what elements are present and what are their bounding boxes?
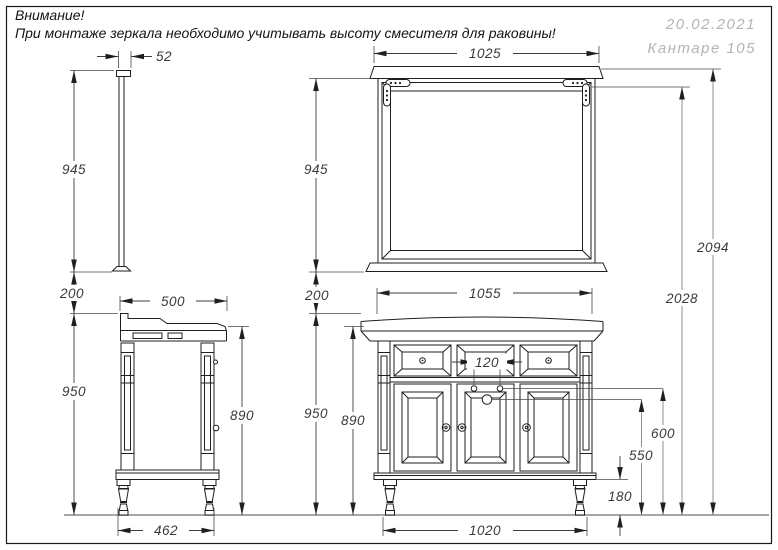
front-pilaster-right — [579, 340, 593, 474]
dim-cabinet-height-side: 950 — [52, 313, 96, 515]
svg-text:462: 462 — [154, 523, 178, 538]
svg-text:950: 950 — [304, 406, 328, 421]
dim-leg-height: 180 — [597, 456, 632, 536]
dim-cabinet-base-depth: 462 — [117, 508, 215, 539]
dim-mirror-height-front: 945 — [294, 78, 371, 273]
mirror-front-view — [365, 66, 608, 272]
countertop-curve — [360, 316, 604, 322]
faucet-hole-left — [470, 385, 478, 392]
mirror-bracket-left — [383, 79, 411, 107]
model-name: Кантаре 105 — [647, 40, 756, 57]
dim-holes-height: 600 — [503, 388, 685, 515]
dim-body-height-side: 890 — [220, 326, 264, 515]
mirror-bracket-right — [562, 79, 590, 107]
drawing-meta: 20.02.2021 Кантаре 105 — [648, 13, 757, 61]
sheet-border — [5, 5, 773, 545]
dimensions: 52 945 200 — [50, 45, 740, 539]
dim-gap-side: 200 — [50, 272, 118, 314]
drawer-right — [519, 344, 578, 377]
faucet-hole-right — [496, 385, 504, 392]
svg-text:1020: 1020 — [469, 523, 501, 538]
side-drawer-knob — [213, 359, 218, 365]
svg-text:600: 600 — [651, 426, 675, 441]
dim-body-height-front: 890 — [331, 326, 375, 515]
front-leg-left — [383, 479, 397, 516]
svg-text:500: 500 — [161, 294, 185, 309]
drawer-knob — [419, 357, 426, 364]
drain-hole — [481, 394, 493, 405]
mirror-ledge — [365, 262, 608, 272]
front-pilaster-left — [377, 340, 391, 474]
dim-cabinet-base-width: 1020 — [382, 517, 588, 539]
dim-mirror-width: 1025 — [373, 45, 600, 63]
dim-gap-front: 200 — [295, 272, 361, 314]
warning-text: При монтаже зеркала необходимо учитывать… — [15, 24, 556, 41]
side-leg-back — [116, 479, 131, 516]
svg-text:180: 180 — [608, 489, 632, 504]
dim-drain-height: 550 — [492, 399, 663, 515]
dim-total-height-with-cornice: 2094 — [601, 68, 740, 515]
svg-text:890: 890 — [230, 408, 254, 423]
warning-title: Внимание! — [15, 7, 85, 23]
mirror-cornice — [369, 66, 604, 79]
warning-note: Внимание! При монтаже зеркала необходимо… — [15, 7, 556, 42]
dim-cabinet-top-depth: 500 — [119, 293, 228, 311]
svg-text:890: 890 — [341, 413, 365, 428]
svg-text:200: 200 — [304, 288, 329, 303]
mirror-side-view — [111, 70, 132, 272]
front-leg-right — [573, 479, 587, 516]
door-left — [393, 383, 452, 472]
side-door-knob — [212, 424, 220, 432]
svg-text:200: 200 — [59, 286, 84, 301]
svg-text:1025: 1025 — [469, 46, 501, 61]
svg-text:550: 550 — [629, 448, 653, 463]
drawer-left — [393, 344, 452, 377]
dim-mirror-depth: 52 — [97, 49, 172, 68]
dim-cabinet-top-width: 1055 — [376, 284, 593, 314]
cabinet-front-view — [360, 316, 604, 516]
door-knob — [522, 423, 531, 432]
svg-text:945: 945 — [62, 162, 86, 177]
svg-text:1055: 1055 — [469, 286, 501, 301]
svg-text:120: 120 — [475, 355, 499, 370]
svg-text:2094: 2094 — [696, 240, 729, 255]
dim-cabinet-height-front: 950 — [294, 313, 338, 515]
svg-text:2028: 2028 — [665, 291, 698, 306]
door-knob — [457, 423, 467, 432]
door-knob — [441, 423, 451, 432]
svg-text:945: 945 — [304, 162, 328, 177]
dim-faucet-holes-spacing: 120 — [452, 353, 522, 385]
drawer-knob — [545, 357, 552, 364]
dim-mirror-height-side: 945 — [52, 70, 114, 273]
svg-text:52: 52 — [156, 49, 172, 64]
cabinet-side-view — [115, 313, 227, 516]
svg-text:950: 950 — [62, 384, 86, 399]
door-right — [519, 383, 578, 472]
dim-total-height-to-frame: 2028 — [592, 86, 709, 515]
drawing-date: 20.02.2021 — [665, 16, 756, 33]
